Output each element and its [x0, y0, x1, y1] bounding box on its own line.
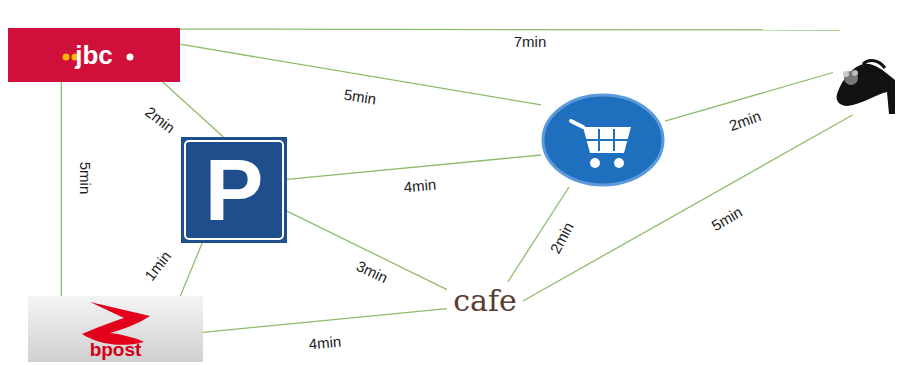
parking-sign: P — [181, 137, 287, 243]
shop-cart-icon — [541, 93, 665, 187]
time-label: 4min — [306, 333, 344, 352]
bpost-logo: bpost — [28, 296, 203, 362]
time-label: 5min — [77, 160, 93, 197]
route-line — [180, 28, 840, 30]
route-line — [287, 211, 447, 289]
node-text: P — [205, 146, 264, 234]
node-text: bpost — [90, 340, 142, 359]
time-label: 2min — [546, 218, 577, 258]
jbc-logo: jbc — [8, 28, 180, 82]
icon-art — [541, 93, 665, 187]
route-line — [180, 243, 202, 296]
node-text: jbc — [75, 42, 113, 68]
time-label: 1min — [140, 247, 175, 286]
cafe-label: cafe — [447, 282, 523, 320]
time-label: 2min — [725, 107, 765, 135]
icon-art — [833, 30, 898, 115]
route-line — [287, 155, 541, 179]
route-line — [61, 82, 62, 296]
node-text: cafe — [453, 286, 517, 316]
time-label: 7min — [512, 34, 549, 50]
time-label: 3min — [352, 257, 392, 287]
time-label: 5min — [341, 86, 380, 108]
time-label: 2min — [141, 102, 180, 137]
route-line — [203, 309, 447, 333]
shoe-icon — [833, 30, 898, 115]
time-label: 5min — [707, 203, 747, 235]
time-label: 4min — [401, 176, 439, 195]
